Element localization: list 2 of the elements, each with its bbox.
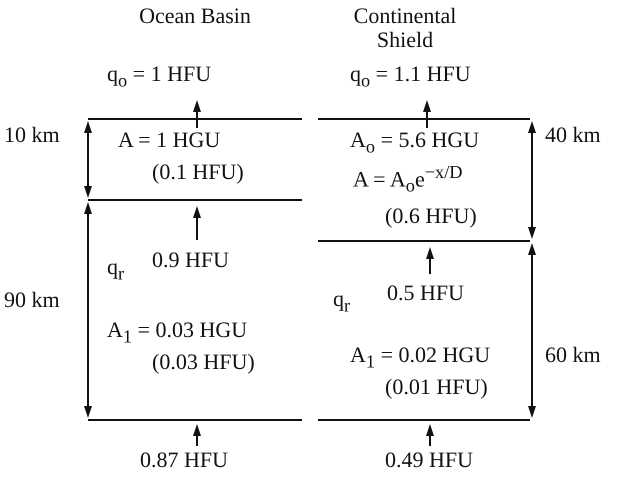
column-heading: Ocean Basin <box>138 4 252 28</box>
column-heading: Continental Shield <box>352 4 458 52</box>
